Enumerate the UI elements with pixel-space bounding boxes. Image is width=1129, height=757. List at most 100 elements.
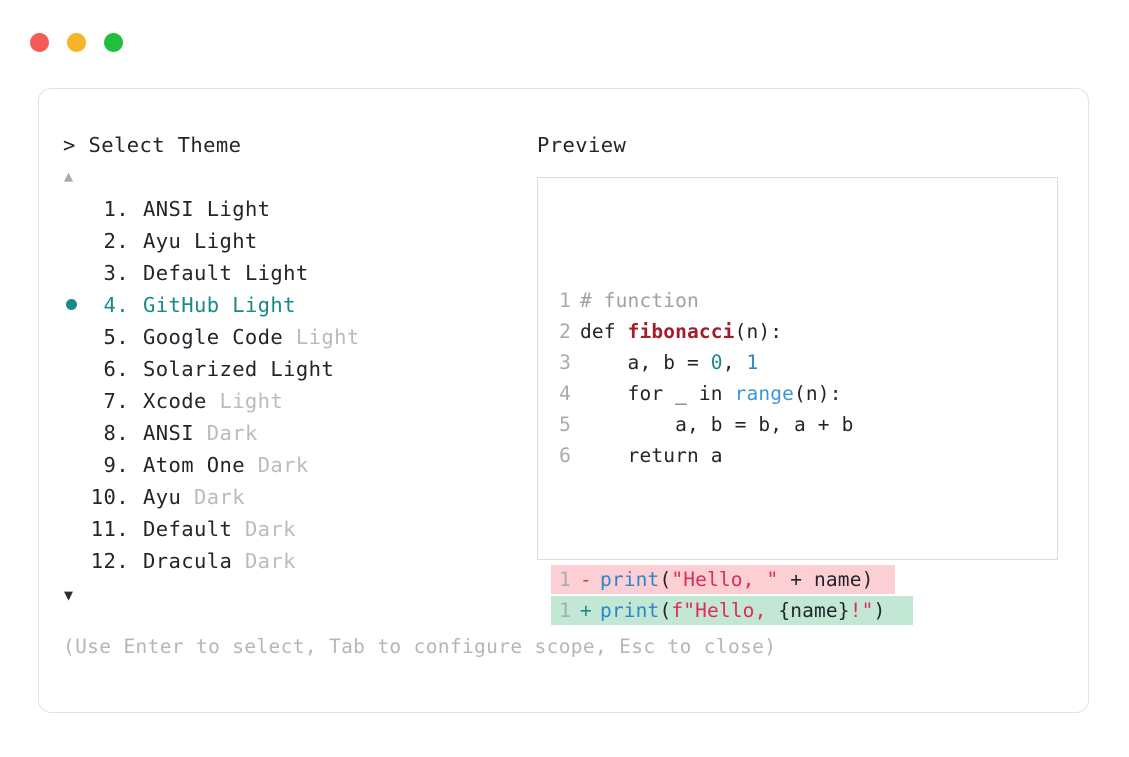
line-number: 4: [559, 381, 571, 405]
code-line: 3 a, b = 0, 1: [551, 347, 885, 378]
line-number: 3: [559, 350, 571, 374]
diff-line: 1+print(f"Hello, {name}!"): [551, 595, 913, 626]
theme-item-index: 2.: [103, 228, 129, 253]
theme-item-index: 12.: [90, 548, 129, 573]
diff-sign: +: [580, 598, 592, 622]
diff-content: 1-print("Hello, " + name): [551, 568, 873, 591]
traffic-light-controls: [30, 33, 123, 52]
theme-item-mode: Light: [244, 260, 309, 285]
diff-highlight: [551, 595, 913, 625]
theme-list-item[interactable]: 4. GitHub Light: [63, 289, 533, 321]
code-line: 1 # function: [551, 285, 885, 316]
theme-item-index: 10.: [90, 484, 129, 509]
theme-item-name: Default: [143, 516, 245, 541]
theme-item-index: 7.: [103, 388, 129, 413]
maximize-icon[interactable]: [104, 33, 123, 52]
line-number: 1: [559, 288, 571, 312]
diff-highlight: [551, 564, 895, 594]
code-token: (n):: [794, 381, 842, 405]
line-number: 1: [559, 567, 571, 591]
theme-item-mode: Light: [232, 292, 296, 317]
code-token: "Hello, ": [671, 567, 779, 591]
close-icon[interactable]: [30, 33, 49, 52]
theme-list-item[interactable]: 6.Solarized Light: [63, 353, 533, 385]
theme-item-name: ANSI: [143, 420, 207, 445]
code-token: # function: [580, 288, 699, 312]
theme-item-mode: Dark: [206, 420, 258, 445]
theme-item-mode: Light: [206, 196, 271, 221]
window-titlebar: [0, 0, 1129, 76]
code-token: 0: [710, 350, 723, 374]
theme-item-index: 3.: [103, 260, 129, 285]
line-number: 6: [559, 443, 571, 467]
code-token: ): [873, 598, 886, 622]
diff-line: 1-print("Hello, " + name): [551, 564, 895, 595]
selection-bullet-slot: [63, 299, 87, 310]
code-token: return a: [580, 443, 723, 467]
theme-list-item[interactable]: 7.Xcode Light: [63, 385, 533, 417]
code-token: def: [580, 319, 628, 343]
code-token: ,: [722, 350, 747, 374]
code-token: a, b =: [580, 350, 711, 374]
code-token: {name}: [778, 598, 850, 622]
theme-item-index: 1.: [103, 196, 129, 221]
theme-list-item[interactable]: 5. Google Code Light: [63, 321, 533, 353]
diff-sign: -: [580, 567, 592, 591]
theme-item-name: Atom One: [143, 452, 258, 477]
code-token: !": [849, 598, 874, 622]
selected-bullet-icon: [66, 299, 77, 310]
theme-item-index: 11.: [90, 516, 129, 541]
keyboard-hint: (Use Enter to select, Tab to configure s…: [63, 634, 777, 658]
theme-item-index: 9.: [103, 452, 129, 477]
theme-item-name: Ayu: [143, 484, 194, 509]
code-token: for _ in: [580, 381, 735, 405]
code-token: fibonacci: [627, 319, 735, 343]
theme-item-mode: Light: [270, 356, 335, 381]
minimize-icon[interactable]: [67, 33, 86, 52]
theme-list-item[interactable]: 10.Ayu Dark: [63, 481, 533, 513]
theme-list-item[interactable]: 8. ANSI Dark: [63, 417, 533, 449]
theme-item-index: 4.: [103, 292, 129, 317]
theme-list-item[interactable]: 2.Ayu Light: [63, 225, 533, 257]
theme-item-index: 8.: [103, 420, 129, 445]
theme-list-item[interactable]: 12.Dracula Dark: [63, 545, 533, 577]
preview-label: Preview: [537, 133, 627, 157]
code-token: + name): [778, 567, 874, 591]
code-line: 4 for _ in range(n):: [551, 378, 885, 409]
theme-item-mode: Dark: [257, 452, 309, 477]
theme-item-name: Solarized: [143, 356, 271, 381]
theme-item-name: Default: [143, 260, 245, 285]
code-token: f"Hello,: [671, 598, 779, 622]
code-token: print: [600, 567, 660, 591]
theme-item-name: GitHub: [143, 292, 233, 317]
scroll-down-icon[interactable]: ▼: [64, 585, 74, 604]
line-number: 1: [559, 598, 571, 622]
diff-content: 1+print(f"Hello, {name}!"): [551, 599, 885, 622]
theme-item-mode: Dark: [244, 516, 296, 541]
theme-list-item[interactable]: 11. Default Dark: [63, 513, 533, 545]
theme-list-item[interactable]: 3. Default Light: [63, 257, 533, 289]
line-number: 5: [559, 412, 571, 436]
code-token: a, b = b, a + b: [580, 412, 854, 436]
theme-item-mode: Light: [219, 388, 284, 413]
diff-body: 1-print("Hello, " + name)1+print(f"Hello…: [551, 564, 913, 626]
scroll-up-icon[interactable]: ▲: [64, 166, 74, 185]
theme-item-index: 5.: [103, 324, 129, 349]
theme-list-item[interactable]: 1.ANSI Light: [63, 193, 533, 225]
theme-item-mode: Light: [295, 324, 360, 349]
code-line: 5 a, b = b, a + b: [551, 409, 885, 440]
code-token: (: [659, 567, 672, 591]
code-token: 1: [746, 350, 759, 374]
theme-list-item[interactable]: 9. Atom One Dark: [63, 449, 533, 481]
code-token: (n):: [734, 319, 783, 343]
theme-item-name: Google Code: [143, 324, 296, 349]
code-line: 6 return a: [551, 440, 885, 471]
theme-item-name: Dracula: [143, 548, 245, 573]
